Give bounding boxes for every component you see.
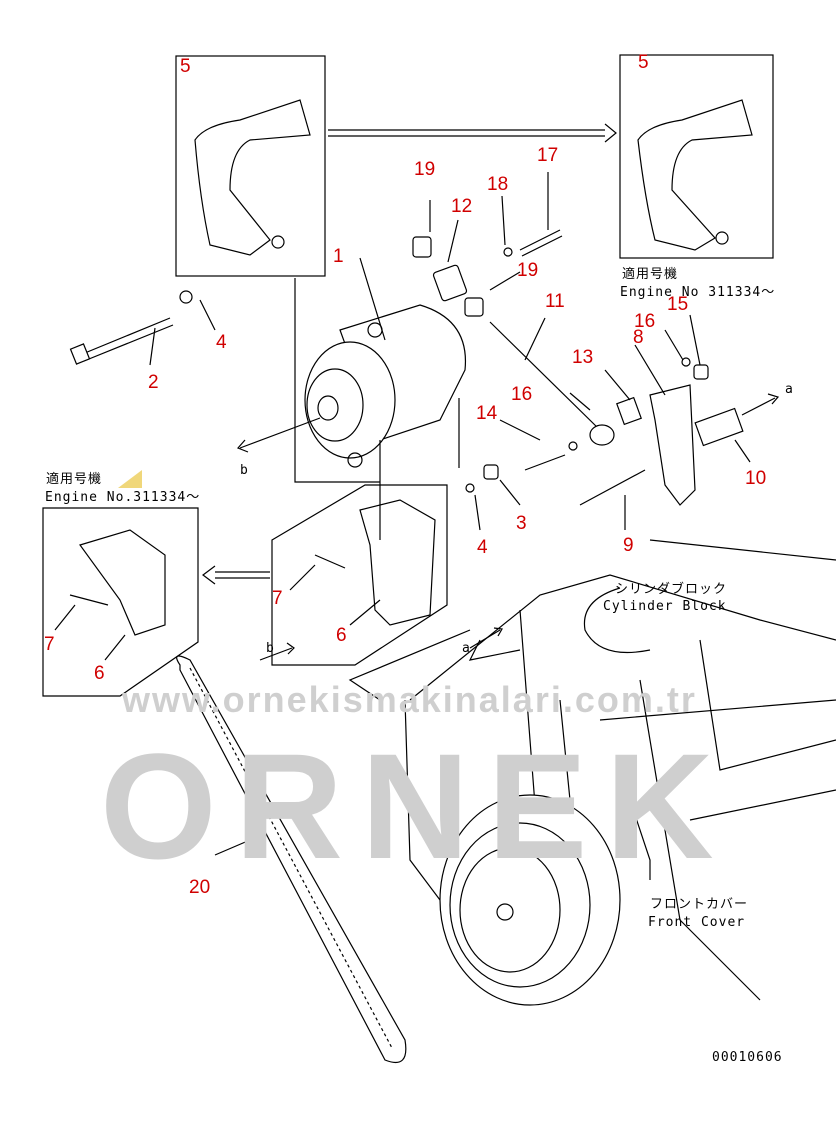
arrow-a-icon [741, 393, 780, 416]
applicability-note-en: Engine No.311334～ [45, 490, 200, 505]
nut-15 [693, 364, 709, 380]
arrow-b-icon [236, 417, 321, 453]
label-4: 4 [216, 332, 227, 353]
label-7: 7 [272, 588, 283, 609]
label-2: 2 [148, 372, 159, 393]
engine-block [404, 539, 836, 1006]
alternator-1 [304, 304, 467, 468]
applicability-note-jp: 適用号機 [622, 266, 678, 282]
ref-a: a [785, 382, 794, 397]
washer-16 [681, 357, 691, 367]
nut-19 [412, 236, 432, 258]
v-belt-20 [176, 655, 407, 1064]
drawing-number: 00010606 [712, 1050, 783, 1065]
label-10: 10 [745, 468, 766, 489]
leader-cylinder-block [583, 587, 651, 654]
bolt-9 [579, 469, 646, 506]
leader-front-cover [619, 769, 651, 880]
arrow-b2-icon [259, 642, 295, 661]
label-11: 11 [545, 291, 565, 312]
nut-3 [483, 464, 499, 480]
ref-b: b [240, 463, 249, 478]
watermark-url: www.ornekismakinalari.com.tr [121, 679, 697, 720]
front-cover-label-jp: フロントカバー [650, 897, 748, 912]
inset-box-bracket-new [619, 54, 774, 259]
front-cover-label-en: Front Cover [648, 915, 745, 930]
label-19: 19 [414, 159, 435, 180]
label-1: 1 [333, 246, 344, 267]
nut-19b [464, 297, 484, 317]
part-leader-lines [54, 172, 751, 856]
spacer-13 [616, 396, 642, 426]
leader-lines [294, 278, 471, 701]
label-9: 9 [623, 535, 634, 556]
bracket-5-old [194, 99, 311, 256]
ref-a: a [462, 641, 471, 656]
bolt-14 [524, 454, 566, 471]
washer-4 [179, 290, 193, 304]
label-4: 4 [477, 537, 488, 558]
bolt-17 [519, 229, 563, 257]
bolt-2 [79, 317, 174, 362]
adjusting-rod-11 [489, 321, 601, 431]
label-16: 16 [634, 311, 655, 332]
label-6: 6 [336, 625, 347, 646]
arrow-left-icon [202, 565, 270, 585]
label-12: 12 [451, 196, 472, 217]
arrow-a2-icon [469, 627, 503, 649]
label-17: 17 [537, 145, 558, 166]
washer-18 [503, 247, 513, 257]
cylinder-block-label-jp: シリンダブロック [615, 581, 727, 597]
washer-16b [568, 441, 578, 451]
washer-4b [465, 483, 475, 493]
inset-box-mount-old [271, 484, 448, 666]
label-19: 19 [517, 260, 538, 281]
label-16: 16 [511, 384, 532, 405]
mount-6-old [359, 499, 436, 626]
label-5: 5 [638, 52, 649, 73]
label-3: 3 [516, 513, 527, 534]
bracket-5-new [637, 99, 753, 251]
bolt-7-new [69, 594, 109, 606]
watermark-brand: ORNEK [100, 722, 732, 890]
inset-box-bracket-old [175, 55, 326, 277]
mount-6-new [79, 529, 166, 636]
note-marker-icon [118, 470, 142, 488]
inset-box-mount-new [42, 507, 199, 697]
spacer-10 [694, 407, 744, 447]
bolt-2-head [69, 343, 91, 365]
bolt-7-old [314, 554, 346, 569]
label-13: 13 [572, 347, 593, 368]
arrow-right-icon [328, 123, 617, 143]
label-14: 14 [476, 403, 498, 424]
label-6: 6 [94, 663, 105, 684]
adjusting-rod-eye [589, 424, 615, 446]
label-20: 20 [189, 877, 210, 898]
applicability-note-jp: 適用号機 [46, 471, 102, 487]
spacer-12 [432, 264, 468, 302]
label-18: 18 [487, 174, 508, 195]
label-5: 5 [180, 56, 191, 77]
label-15: 15 [667, 294, 688, 315]
applicability-note-en: Engine No 311334～ [620, 285, 775, 300]
plate-8 [649, 384, 696, 506]
label-7: 7 [44, 634, 55, 655]
label-8: 8 [633, 327, 644, 348]
cylinder-block-label-en: Cylinder Block [603, 599, 727, 614]
ref-b: b [266, 641, 275, 656]
